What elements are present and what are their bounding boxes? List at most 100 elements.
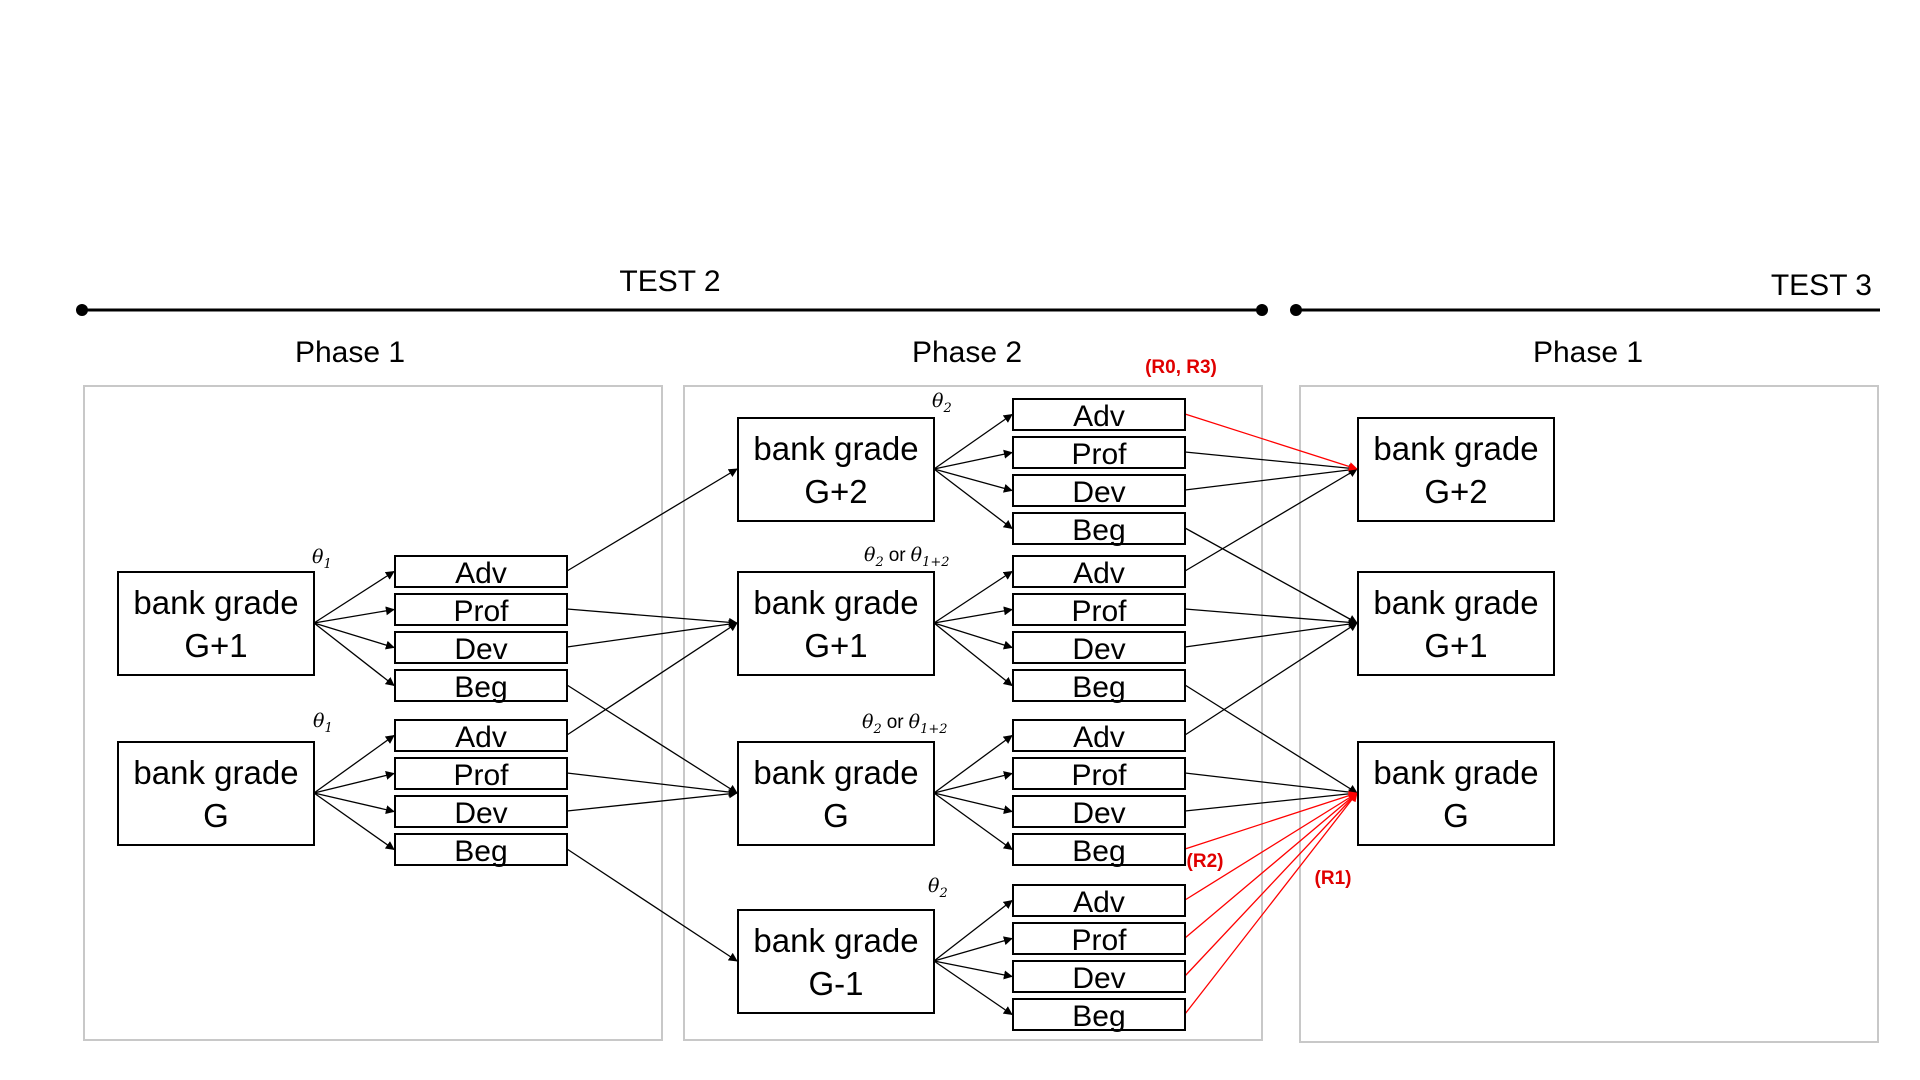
level-label: Dev bbox=[1072, 797, 1125, 830]
level-box-dev: Dev bbox=[394, 631, 568, 666]
route-arrow bbox=[1184, 527, 1358, 624]
level-label: Beg bbox=[1072, 671, 1125, 704]
level-box-beg: Beg bbox=[1012, 833, 1186, 868]
route-arrow-highlight bbox=[1184, 792, 1358, 977]
fan-arrow bbox=[933, 622, 1013, 650]
route-label-r0-r3: (R0, R3) bbox=[1145, 357, 1217, 378]
level-label: Dev bbox=[454, 797, 507, 830]
fan-arrow bbox=[933, 734, 1013, 794]
bank-prefix: bank grade bbox=[133, 754, 298, 791]
theta-label-t2p2-d: θ2 bbox=[928, 875, 948, 901]
fan-arrow bbox=[933, 622, 1013, 687]
fan-arrow bbox=[313, 606, 395, 624]
route-arrow-highlight bbox=[1184, 792, 1358, 939]
bank-grade-value: G-1 bbox=[808, 965, 863, 1002]
level-box-prof: Prof bbox=[1012, 757, 1186, 792]
level-label: Adv bbox=[1073, 400, 1125, 433]
route-arrow bbox=[566, 619, 738, 648]
bank-prefix: bank grade bbox=[753, 584, 918, 621]
level-label: Prof bbox=[1071, 595, 1127, 628]
level-label: Beg bbox=[454, 671, 507, 704]
route-arrow bbox=[1184, 608, 1358, 627]
route-arrow bbox=[566, 789, 738, 812]
theta-label-t2p2-a: θ2 bbox=[932, 390, 952, 416]
level-label: Beg bbox=[454, 835, 507, 868]
fan-arrow bbox=[933, 468, 1013, 493]
level-box-adv: Adv bbox=[394, 719, 568, 754]
theta-label-t2p1-b: θ1 bbox=[313, 710, 333, 736]
level-label: Prof bbox=[1071, 438, 1127, 471]
route-arrow bbox=[1184, 451, 1358, 473]
level-box-dev: Dev bbox=[394, 795, 568, 830]
level-label: Beg bbox=[1072, 514, 1125, 547]
level-label: Dev bbox=[454, 633, 507, 666]
panel-test3-phase1 bbox=[1299, 385, 1879, 1043]
level-label: Adv bbox=[455, 721, 507, 754]
level-box-dev: Dev bbox=[1012, 631, 1186, 666]
bank-grade-value: G+2 bbox=[1424, 473, 1487, 510]
bank-grade-value: G+1 bbox=[804, 627, 867, 664]
panel-test2-phase2 bbox=[683, 385, 1263, 1041]
level-group-t2p2-b: Adv Prof Dev Beg bbox=[1012, 555, 1186, 704]
level-box-prof: Prof bbox=[1012, 436, 1186, 471]
test2-end-dot bbox=[1256, 304, 1268, 316]
bank-grade-value: G+1 bbox=[184, 627, 247, 664]
theta-label-t2p1-a: θ1 bbox=[312, 546, 332, 572]
level-label: Dev bbox=[1072, 962, 1125, 995]
route-label-r1: (R1) bbox=[1315, 868, 1352, 889]
phase-title-right: Phase 1 bbox=[1533, 336, 1643, 369]
bank-box-t2p2-g-plus-2: bank grade G+2 bbox=[737, 417, 935, 522]
route-arrow bbox=[566, 684, 738, 794]
fan-arrow bbox=[313, 792, 395, 851]
fan-arrow bbox=[933, 960, 1013, 1016]
bank-grade-value: G bbox=[823, 797, 849, 834]
route-arrow bbox=[566, 772, 738, 797]
route-arrow-highlight bbox=[1184, 791, 1358, 850]
bank-grade-value: G bbox=[1443, 797, 1469, 834]
level-box-adv: Adv bbox=[394, 555, 568, 590]
phase-title-left: Phase 1 bbox=[295, 336, 405, 369]
level-label: Adv bbox=[1073, 721, 1125, 754]
level-box-dev: Dev bbox=[1012, 474, 1186, 509]
red-arrows bbox=[1184, 413, 1358, 1015]
level-box-adv: Adv bbox=[1012, 884, 1186, 919]
route-arrow bbox=[566, 608, 738, 627]
level-box-beg: Beg bbox=[394, 669, 568, 704]
phase-title-middle: Phase 2 bbox=[912, 336, 1022, 369]
bank-box-t3p1-g-plus-1: bank grade G+1 bbox=[1357, 571, 1555, 676]
route-arrow-highlight bbox=[1184, 792, 1358, 1015]
route-arrow bbox=[1184, 468, 1358, 572]
level-box-adv: Adv bbox=[1012, 719, 1186, 754]
test2-start-dot bbox=[76, 304, 88, 316]
level-label: Prof bbox=[1071, 924, 1127, 957]
fan-arrow bbox=[933, 936, 1013, 962]
level-box-prof: Prof bbox=[394, 757, 568, 792]
bank-box-t2p1-g: bank grade G bbox=[117, 741, 315, 846]
bank-prefix: bank grade bbox=[753, 430, 918, 467]
bank-prefix: bank grade bbox=[1373, 430, 1538, 467]
level-box-beg: Beg bbox=[1012, 669, 1186, 704]
level-group-t2p1-a: Adv Prof Dev Beg bbox=[394, 555, 568, 704]
fan-arrow bbox=[313, 771, 395, 794]
bank-grade-value: G+2 bbox=[804, 473, 867, 510]
black-arrows bbox=[313, 413, 1358, 1016]
bank-box-t2p2-g-plus-1: bank grade G+1 bbox=[737, 571, 935, 676]
panel-test2-phase1 bbox=[83, 385, 663, 1041]
level-label: Prof bbox=[453, 595, 509, 628]
route-arrow bbox=[1184, 619, 1358, 648]
fan-arrow bbox=[933, 792, 1013, 815]
route-arrow bbox=[1184, 465, 1358, 491]
test3-label: TEST 3 bbox=[1771, 269, 1872, 302]
bank-grade-value: G+1 bbox=[1424, 627, 1487, 664]
route-arrow bbox=[1184, 789, 1358, 812]
bank-box-t2p1-g-plus-1: bank grade G+1 bbox=[117, 571, 315, 676]
fan-arrow bbox=[313, 622, 395, 687]
bank-box-t3p1-g-plus-2: bank grade G+2 bbox=[1357, 417, 1555, 522]
fan-arrow bbox=[933, 899, 1013, 962]
level-box-prof: Prof bbox=[1012, 922, 1186, 957]
level-label: Prof bbox=[1071, 759, 1127, 792]
level-label: Dev bbox=[1072, 476, 1125, 509]
level-box-dev: Dev bbox=[1012, 795, 1186, 830]
